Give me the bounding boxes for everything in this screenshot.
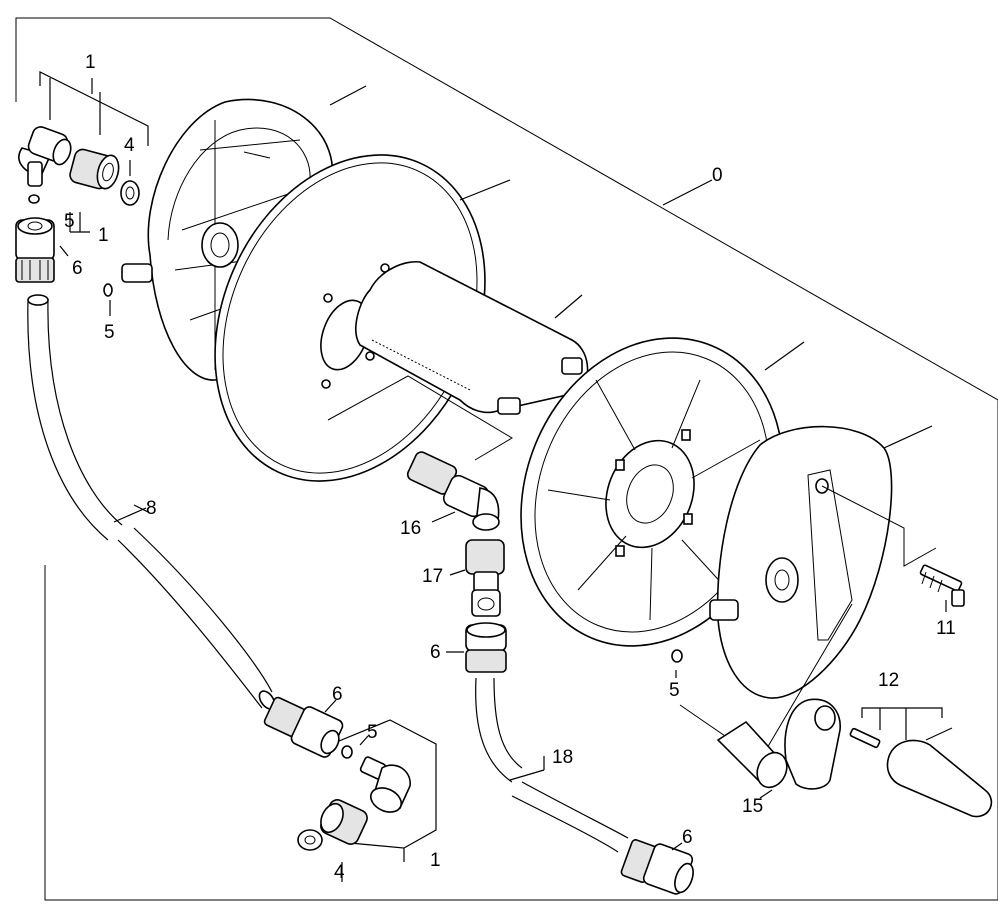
assembly-frame-lines — [15, 17, 998, 901]
union-nut-top — [69, 148, 120, 190]
label-part-6-bottom-right: 6 — [682, 827, 693, 848]
washer-top — [120, 180, 140, 206]
frame-screw — [919, 564, 965, 607]
quick-coupling-middle — [465, 622, 507, 673]
union-nut-bottom — [320, 799, 368, 845]
quick-coupling-bottom-left — [263, 696, 344, 758]
reel-hose — [465, 622, 694, 895]
elbow-connector-bottom — [359, 756, 411, 813]
label-part-18: 18 — [552, 747, 573, 768]
label-part-15: 15 — [742, 796, 763, 817]
label-part-4-top: 4 — [124, 135, 135, 156]
o-ring-bottom-left — [341, 745, 353, 759]
crank-handle-arm — [679, 603, 853, 790]
elbow-connector-top — [18, 126, 72, 187]
label-part-5-right: 5 — [669, 680, 680, 701]
right-side-frame — [709, 425, 937, 699]
label-part-5-bottom: 5 — [367, 722, 378, 743]
label-part-17: 17 — [422, 566, 443, 587]
o-ring-top-left — [28, 194, 40, 204]
top-left-coupling-group — [15, 71, 149, 283]
label-part-1-small: 1 — [98, 225, 109, 246]
label-part-11: 11 — [936, 618, 956, 639]
label-part-6-top: 6 — [72, 258, 83, 279]
label-part-0: 0 — [712, 165, 723, 186]
o-ring-right-frame — [671, 649, 683, 663]
bottom-left-coupling-group — [263, 696, 437, 882]
quick-coupling-bottom-right — [620, 839, 694, 895]
drum-front-disc — [214, 154, 511, 482]
part-labels: 0 1 4 5 1 6 5 8 16 17 6 11 5 12 6 5 18 1… — [64, 52, 956, 883]
label-part-6-middle: 6 — [430, 642, 441, 663]
washer-bottom — [297, 829, 323, 851]
label-part-4-bottom: 4 — [334, 862, 345, 883]
supply-hose — [27, 294, 276, 710]
label-part-16: 16 — [400, 518, 421, 539]
o-ring-left-frame — [103, 283, 113, 297]
hose-adapter — [465, 539, 505, 617]
swivel-connector — [406, 451, 500, 531]
label-part-6-bottom-left: 6 — [332, 684, 343, 705]
left-side-frame — [121, 85, 367, 381]
label-part-5-top: 5 — [64, 211, 75, 232]
label-part-5-left: 5 — [104, 322, 115, 343]
label-part-1-bottom: 1 — [430, 850, 441, 871]
drum-core-cylinder — [327, 260, 589, 461]
leader-lines — [59, 160, 773, 851]
quick-coupling-top — [15, 217, 55, 283]
crank-grip-group — [849, 707, 993, 818]
drum-rear-wheel — [520, 337, 805, 647]
label-part-1-top: 1 — [85, 52, 96, 73]
label-part-12: 12 — [878, 670, 899, 691]
label-part-8: 8 — [146, 498, 157, 519]
